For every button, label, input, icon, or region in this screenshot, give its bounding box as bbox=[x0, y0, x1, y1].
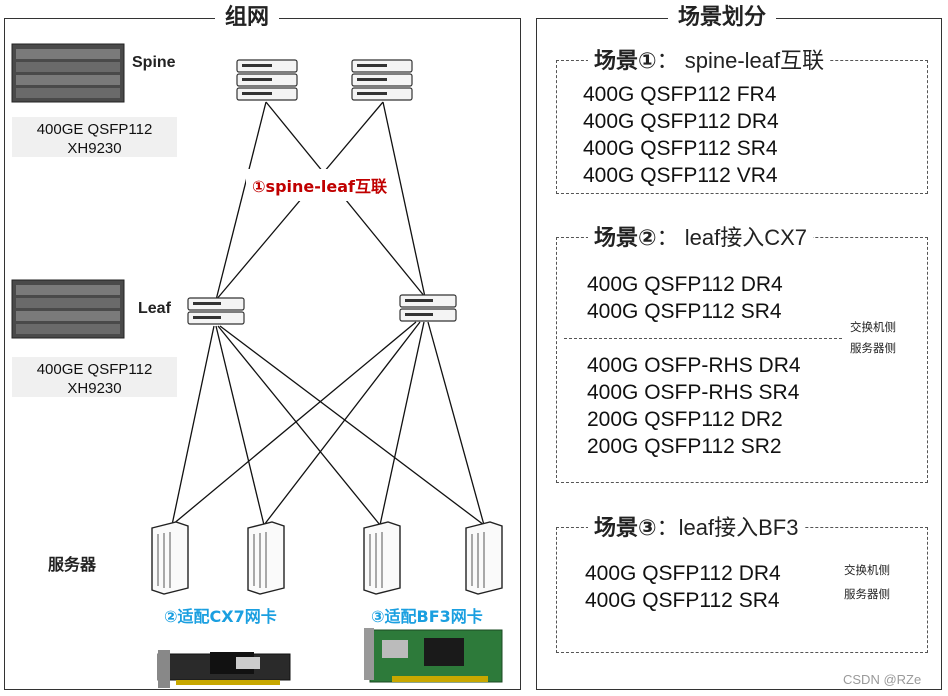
scene-2-title-bold: 场景② bbox=[594, 226, 657, 251]
network-links bbox=[171, 101, 485, 526]
spine-model-line2: XH9230 bbox=[67, 140, 122, 157]
scene-3-switch-side-note: 交换机侧 bbox=[844, 563, 890, 577]
switch-port-dots bbox=[193, 64, 433, 319]
spine-label: Spine bbox=[132, 54, 176, 71]
scene-2-server-item: 400G OSFP-RHS SR4 bbox=[587, 381, 800, 404]
watermark: CSDN @RZe bbox=[843, 672, 922, 687]
scenario-panel-title: 场景划分 bbox=[668, 5, 777, 31]
scene-1-item: 400G QSFP112 FR4 bbox=[583, 83, 777, 106]
topology-panel-title: 组网 bbox=[215, 5, 280, 31]
scene-1-title: 场景①： spine-leaf互联 bbox=[588, 48, 831, 75]
scene-1-item: 400G QSFP112 DR4 bbox=[583, 110, 779, 133]
leaf-model-line1: 400GE QSFP112 bbox=[36, 361, 153, 378]
scene-1-item: 400G QSFP112 SR4 bbox=[583, 137, 778, 160]
nic-card-icon bbox=[364, 628, 503, 683]
nic-card-icon bbox=[157, 650, 291, 688]
server-label: 服务器 bbox=[48, 557, 97, 574]
scene-2-title: 场景②： leaf接入CX7 bbox=[588, 225, 814, 252]
spine-chassis-icon bbox=[11, 43, 125, 103]
server-stripes bbox=[157, 532, 485, 588]
spine-model-box: 400GE QSFP112 XH9230 bbox=[12, 117, 177, 157]
scene-2-divider bbox=[564, 338, 842, 339]
scene-2-switch-item: 400G QSFP112 SR4 bbox=[587, 300, 782, 323]
scene-3-server-side-note: 服务器侧 bbox=[844, 587, 890, 601]
scene-1-item: 400G QSFP112 VR4 bbox=[583, 164, 778, 187]
nic-bf3-label: ③适配BF3网卡 bbox=[371, 607, 483, 626]
scene-2-server-item: 200G QSFP112 SR2 bbox=[587, 435, 782, 458]
leaf-model-line2: XH9230 bbox=[67, 380, 122, 397]
scene-2-switch-item: 400G QSFP112 DR4 bbox=[587, 273, 783, 296]
leaf-label: Leaf bbox=[138, 300, 171, 317]
scene-3-item: 400G QSFP112 SR4 bbox=[585, 589, 780, 612]
scene-3-title: 场景③：leaf接入BF3 bbox=[588, 515, 805, 542]
spine-model-line1: 400GE QSFP112 bbox=[36, 121, 153, 138]
scene-2-title-rest: ： leaf接入CX7 bbox=[656, 225, 808, 250]
server-tower-icon bbox=[151, 521, 503, 595]
leaf-model-box: 400GE QSFP112 XH9230 bbox=[12, 357, 177, 397]
nic-cx7-label: ②适配CX7网卡 bbox=[164, 607, 277, 626]
scene-2-server-item: 400G OSFP-RHS DR4 bbox=[587, 354, 801, 377]
scene-2-switch-side-note: 交换机侧 bbox=[850, 320, 896, 334]
scene-2-server-item: 200G QSFP112 DR2 bbox=[587, 408, 783, 431]
scene-1-title-bold: 场景① bbox=[594, 49, 657, 74]
scene-2-server-side-note: 服务器侧 bbox=[850, 341, 896, 355]
spine-leaf-link-label: ①spine-leaf互联 bbox=[246, 169, 393, 201]
scene-3-title-bold: 场景③ bbox=[594, 516, 657, 541]
scene-3-title-rest: ：leaf接入BF3 bbox=[656, 515, 799, 540]
scene-1-title-rest: ： spine-leaf互联 bbox=[656, 48, 825, 73]
scene-3-item: 400G QSFP112 DR4 bbox=[585, 562, 781, 585]
leaf-chassis-icon bbox=[11, 279, 125, 339]
